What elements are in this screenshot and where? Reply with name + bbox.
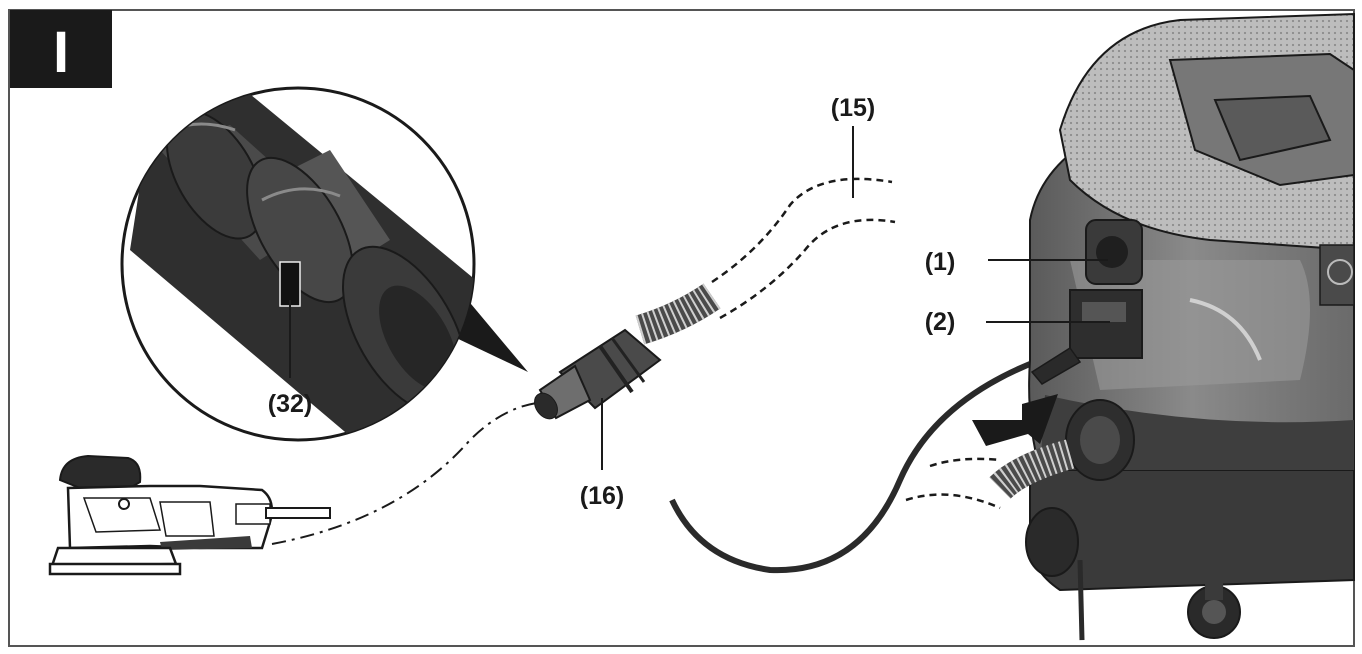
vacuum-callouts: (1) (2) xyxy=(925,248,1110,336)
power-plug xyxy=(1030,346,1082,385)
zoom-lens: (32) xyxy=(120,86,528,442)
badge-background xyxy=(10,10,112,88)
fitting-slot xyxy=(279,261,301,307)
fitting-closeup xyxy=(130,90,474,440)
device-socket xyxy=(1069,289,1143,359)
callout-32: (32) xyxy=(268,390,312,418)
orbital-sander xyxy=(48,454,331,576)
hose-adapter: (16) xyxy=(534,283,721,510)
cable-drop xyxy=(1077,559,1085,641)
brand-emblem xyxy=(1319,244,1355,306)
dash-dot-connection xyxy=(271,401,546,545)
badge-letter: I xyxy=(53,20,69,85)
callout-15: (15) xyxy=(831,94,875,122)
rear-wheel xyxy=(1025,507,1079,577)
vacuum-cleaner xyxy=(989,12,1355,641)
figure-badge: I xyxy=(10,10,112,88)
hose-inlet-outline xyxy=(905,457,1001,510)
callout-2: (2) xyxy=(925,308,956,336)
callout-16: (16) xyxy=(580,482,624,510)
battery-pack xyxy=(1213,94,1332,162)
hose-outline: (15) xyxy=(711,94,896,320)
callout-1: (1) xyxy=(925,248,956,276)
power-cable xyxy=(669,357,1042,574)
lens-pointer xyxy=(452,298,528,372)
insertion-arrow xyxy=(972,394,1058,446)
